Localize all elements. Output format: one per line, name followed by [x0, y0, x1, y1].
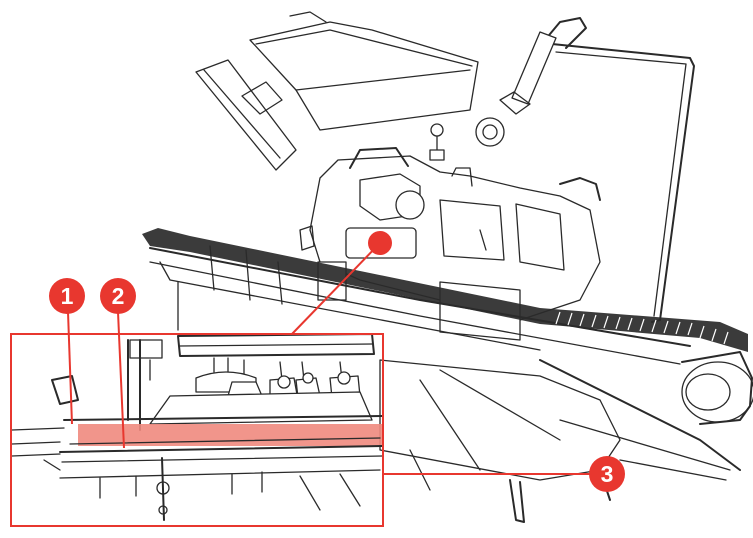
callout-2: 2	[100, 278, 136, 314]
callout-3-label: 3	[601, 461, 614, 487]
conveyor-belt-teeth	[555, 311, 729, 345]
leader-line-1	[67, 311, 73, 425]
callout-1-label: 1	[61, 283, 74, 309]
callout-2-label: 2	[112, 283, 125, 309]
detail-inset-frame	[10, 333, 384, 527]
highlight-bar-1	[78, 424, 382, 446]
leader-line-indicator	[291, 242, 381, 335]
callout-3: 3	[589, 456, 625, 492]
inset-detail-content	[11, 333, 383, 521]
annotation-overlay: 1 2 3	[10, 242, 625, 527]
machine-illustration	[11, 11, 753, 523]
callout-1: 1	[49, 278, 85, 314]
leader-line-2	[117, 311, 125, 449]
